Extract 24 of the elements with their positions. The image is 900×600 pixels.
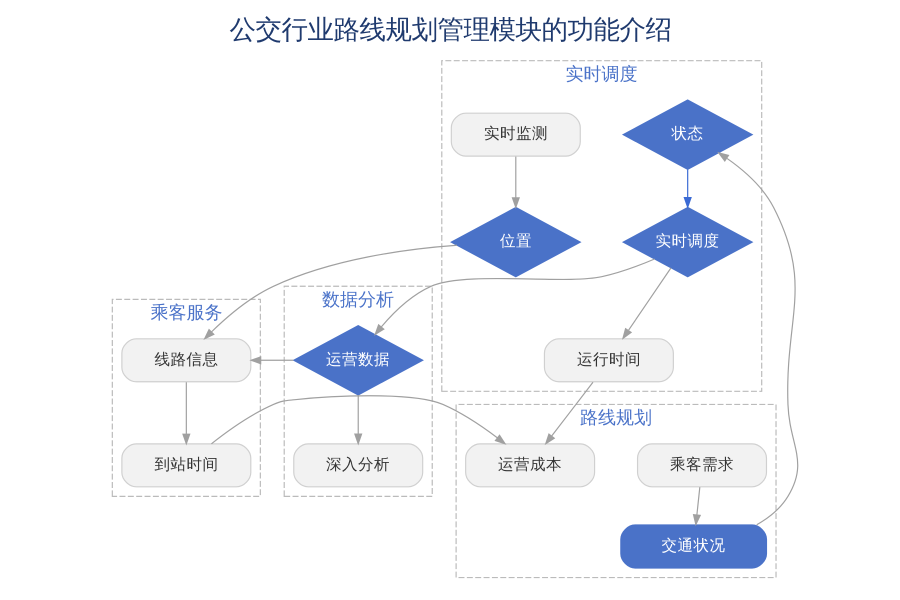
arrow	[683, 170, 692, 209]
diagram-title: 公交行业路线规划管理模块的功能介绍	[229, 16, 671, 46]
node-box: 运行时间	[543, 338, 674, 382]
arrow	[202, 244, 456, 340]
node-box: 运营成本	[464, 443, 595, 488]
node-box: 线路信息	[120, 338, 251, 382]
arrow	[354, 395, 362, 446]
arrow	[692, 487, 701, 526]
arrow	[374, 258, 654, 336]
arrow	[621, 268, 671, 340]
arrow	[544, 382, 593, 446]
arrow	[210, 395, 506, 445]
node-box: 实时监测	[450, 112, 580, 157]
node-diamond: 状态	[621, 99, 753, 170]
node-diamond: 位置	[450, 206, 582, 278]
node-diamond: 实时调度	[621, 206, 753, 278]
arrow	[248, 356, 293, 364]
arrow	[716, 152, 798, 526]
arrow	[182, 382, 190, 446]
node-box: 乘客需求	[636, 443, 767, 488]
node-box: 到站时间	[120, 443, 251, 488]
node-box: 深入分析	[292, 443, 423, 488]
arrow	[511, 156, 520, 210]
node-box: 交通状况	[620, 524, 767, 569]
